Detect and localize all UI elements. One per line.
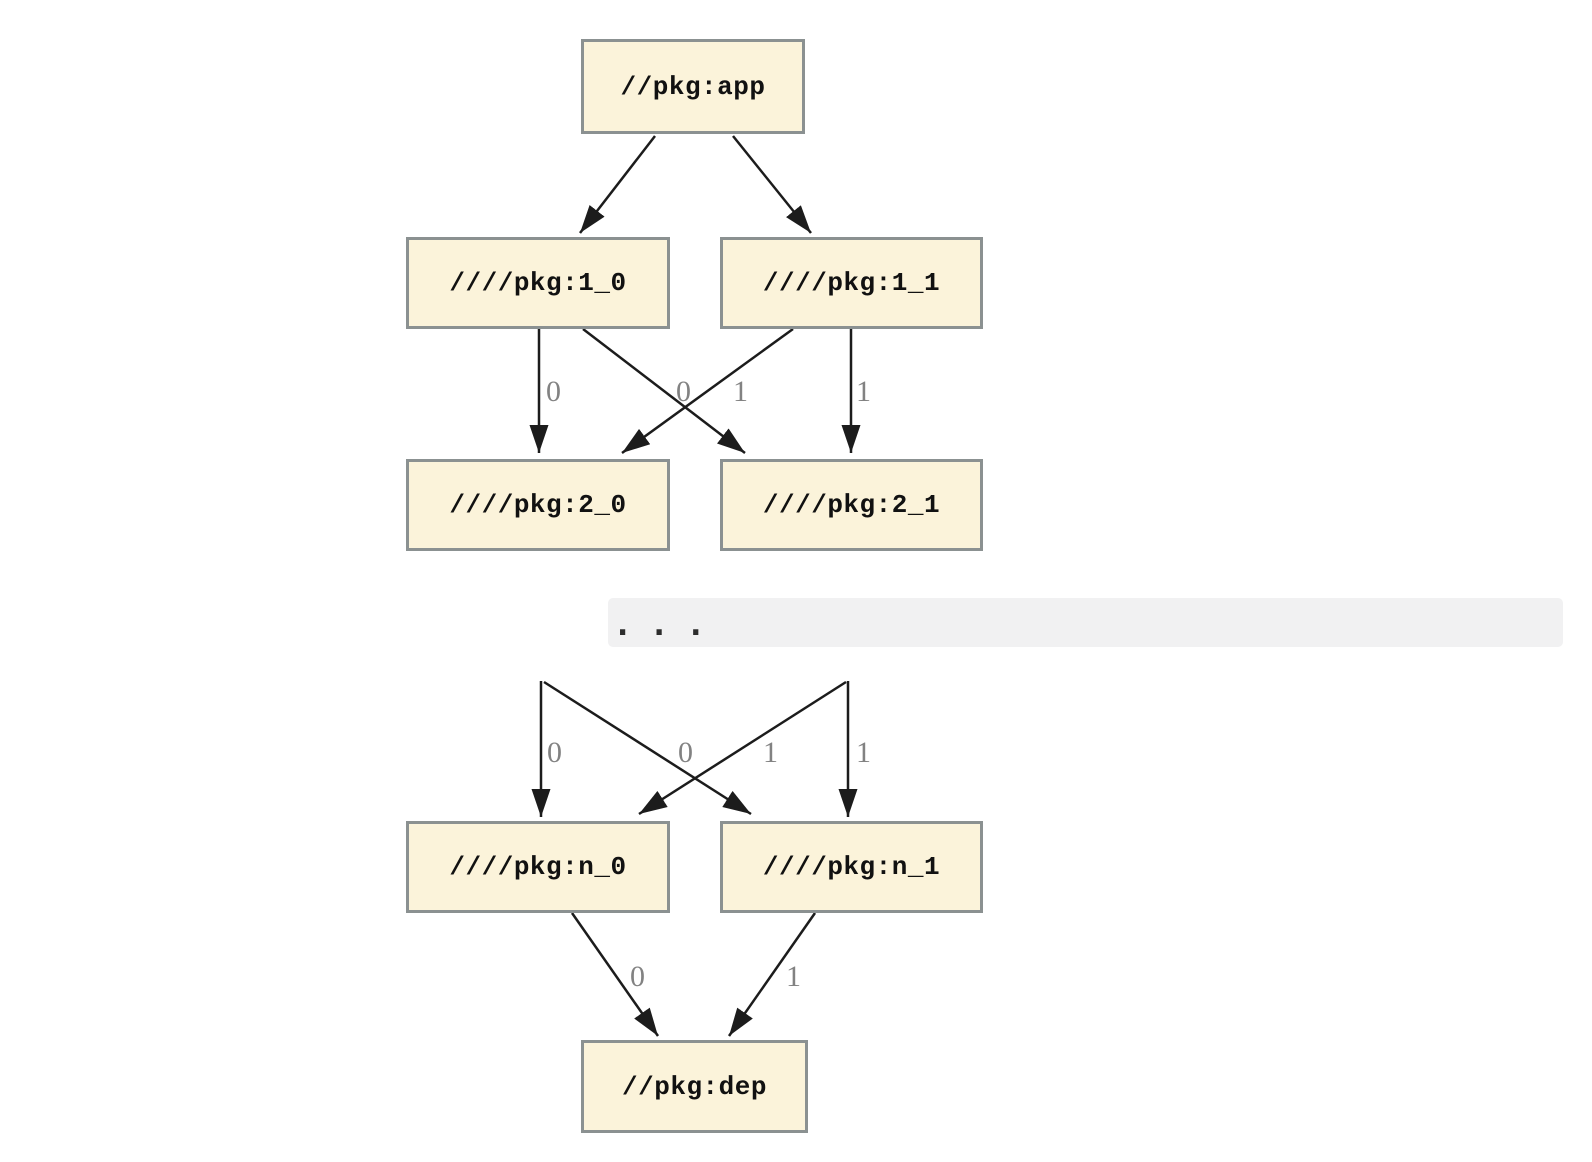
edge-label-prev-to-n_1-cross: 1 xyxy=(763,736,778,769)
node-pkg-2_1: ////pkg:2_1 xyxy=(720,459,983,551)
node-pkg-1_1-label: ////pkg:1_1 xyxy=(762,268,941,298)
edge-n_0-to-dep xyxy=(570,912,660,1037)
edge-label-n_1-to-dep: 1 xyxy=(786,960,801,993)
node-pkg-n_0-label: ////pkg:n_0 xyxy=(449,852,627,882)
edge-n_1-to-dep xyxy=(727,912,817,1037)
node-pkg-app-label: //pkg:app xyxy=(620,71,766,102)
edge-label-prev-to-n_0-cross: 0 xyxy=(678,736,693,769)
node-pkg-1_1: ////pkg:1_1 xyxy=(720,237,983,329)
edge-label-1_0-to-2_0: 0 xyxy=(546,375,561,408)
node-pkg-2_0-label: ////pkg:2_0 xyxy=(449,490,627,520)
node-pkg-n_0: ////pkg:n_0 xyxy=(406,821,670,913)
edge-app-to-1_0 xyxy=(579,135,656,234)
ellipsis-text: . . . xyxy=(613,605,705,643)
edge-label-1_0-to-2_1: 1 xyxy=(733,375,748,408)
node-pkg-dep-label: //pkg:dep xyxy=(622,1071,767,1102)
edge-label-1_1-to-2_0: 0 xyxy=(676,375,691,408)
edge-label-prev-to-n_1: 1 xyxy=(856,736,871,769)
edge-label-prev-to-n_0: 0 xyxy=(547,736,562,769)
node-pkg-1_0-label: ////pkg:1_0 xyxy=(449,268,627,298)
node-pkg-dep: //pkg:dep xyxy=(581,1040,808,1133)
node-pkg-2_1-label: ////pkg:2_1 xyxy=(762,490,941,520)
edge-label-n_0-to-dep: 0 xyxy=(630,960,645,993)
node-pkg-1_0: ////pkg:1_0 xyxy=(406,237,670,329)
edge-prev-to-n_0-cross xyxy=(638,680,847,816)
node-pkg-2_0: ////pkg:2_0 xyxy=(406,459,670,551)
edge-app-to-1_1 xyxy=(732,135,812,234)
node-pkg-app: //pkg:app xyxy=(581,39,805,134)
edge-label-1_1-to-2_1: 1 xyxy=(856,375,871,408)
node-pkg-n_1: ////pkg:n_1 xyxy=(720,821,983,913)
edge-prev-to-n_1-cross xyxy=(543,680,752,816)
edge-1_1-to-2_0 xyxy=(621,327,794,455)
edge-1_0-to-2_1 xyxy=(582,328,746,454)
ellipsis-bar: . . . xyxy=(608,598,1563,647)
node-pkg-n_1-label: ////pkg:n_1 xyxy=(762,852,941,882)
